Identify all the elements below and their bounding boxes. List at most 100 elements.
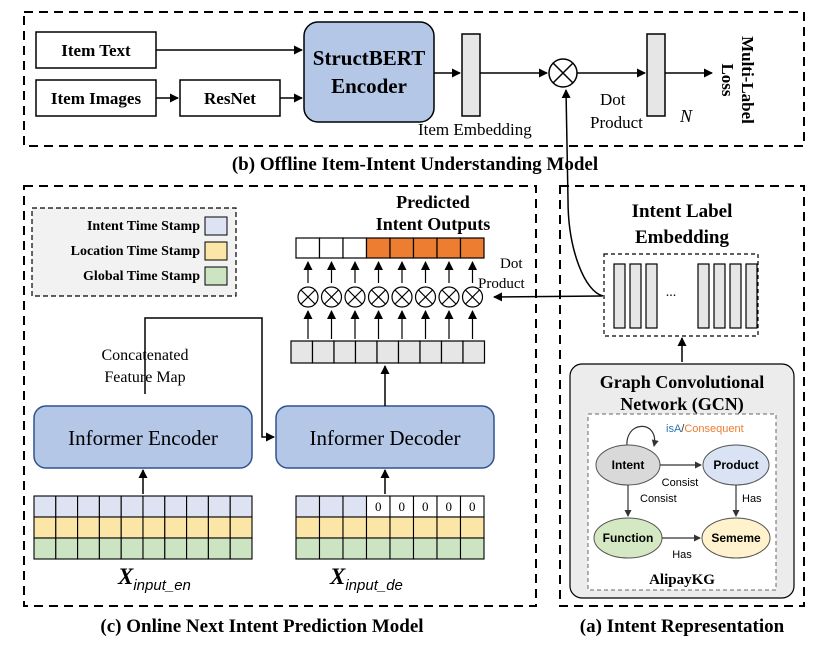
decoder-output-cell bbox=[440, 340, 464, 364]
input-cell bbox=[186, 495, 209, 518]
multilabel-text-line2: Loss bbox=[718, 63, 737, 96]
multilabel-text-line1: Multi-Label bbox=[738, 36, 757, 124]
input-cell bbox=[33, 495, 57, 518]
intent-embedding-bars bbox=[613, 263, 758, 329]
decoder-output-cell bbox=[354, 340, 378, 364]
input-cell bbox=[77, 537, 100, 560]
output-embedding-bar bbox=[646, 33, 666, 117]
slash-text: / bbox=[681, 423, 685, 435]
decoder-output-arrows bbox=[303, 310, 477, 339]
timestamp-legend: Intent Time Stamp Location Time Stamp Gl… bbox=[31, 207, 237, 297]
output-arrows bbox=[303, 261, 477, 283]
online-dot-label: Dot bbox=[500, 256, 523, 272]
online-product-label: Product bbox=[478, 276, 525, 292]
legend-intent-label: Intent Time Stamp bbox=[87, 219, 200, 234]
gcn-title-line2: Network (GCN) bbox=[620, 394, 743, 415]
informer-decoder-label: Informer Decoder bbox=[310, 426, 461, 450]
offline-dot-label: Dot bbox=[600, 90, 626, 109]
output-cell bbox=[318, 237, 344, 259]
output-cell bbox=[389, 237, 415, 259]
input-cell bbox=[459, 516, 485, 539]
output-cell bbox=[459, 237, 485, 259]
input-cell bbox=[365, 537, 391, 560]
embedding-ellipsis: ... bbox=[666, 285, 677, 300]
intent-label-title-line1: Intent Label bbox=[632, 201, 733, 222]
input-cell bbox=[207, 516, 231, 539]
legend-location-label: Location Time Stamp bbox=[71, 244, 201, 259]
online-caption: (c) Online Next Intent Prediction Model bbox=[100, 616, 423, 637]
input-cell bbox=[55, 495, 79, 518]
structbert-encoder-box bbox=[303, 21, 435, 123]
input-cell bbox=[120, 516, 144, 539]
structbert-label-line2: Encoder bbox=[331, 74, 407, 98]
input-cell bbox=[207, 537, 231, 560]
otimes-stroke bbox=[324, 289, 339, 305]
input-cell bbox=[318, 537, 344, 560]
embedding-bar bbox=[729, 263, 742, 329]
otimes-circle bbox=[367, 286, 390, 308]
input-cell bbox=[142, 537, 166, 560]
input-cell bbox=[142, 495, 166, 518]
resnet-label: ResNet bbox=[204, 89, 256, 108]
input-cell bbox=[98, 495, 122, 518]
embedding-to-offline-otimes bbox=[561, 89, 604, 297]
item-embedding-bar bbox=[461, 33, 481, 117]
decoder-output-cell bbox=[333, 340, 357, 364]
input-cell bbox=[295, 516, 321, 539]
zero-value: 0 bbox=[375, 499, 382, 514]
item-images-label: Item Images bbox=[51, 89, 142, 108]
sememe-node-label: Sememe bbox=[711, 531, 761, 545]
input-cell bbox=[33, 537, 57, 560]
input-cell bbox=[207, 495, 231, 518]
decoder-output-cell bbox=[397, 340, 421, 364]
otimes-circle bbox=[438, 286, 460, 308]
isa-text: isA bbox=[666, 423, 682, 435]
input-cell bbox=[77, 516, 100, 539]
intent-rep-caption: (a) Intent Representation bbox=[580, 616, 785, 637]
intent-node-label: Intent bbox=[612, 458, 645, 472]
item-embedding-label: Item Embedding bbox=[418, 120, 532, 139]
consequent-text: Consequent bbox=[684, 423, 743, 435]
decoder-output-cell bbox=[376, 340, 400, 364]
x-input-de-label: Xinput_de bbox=[329, 564, 403, 594]
zero-value: 0 bbox=[399, 499, 406, 514]
item-images-box bbox=[35, 79, 157, 117]
has-label-2: Has bbox=[672, 549, 692, 561]
has-label-1: Has bbox=[742, 493, 762, 505]
x-en-sub: input_en bbox=[133, 577, 191, 594]
output-cell bbox=[295, 237, 321, 259]
input-cell bbox=[98, 537, 122, 560]
otimes-circle bbox=[414, 286, 437, 308]
decoder-output-cell bbox=[419, 340, 443, 364]
sememe-node bbox=[701, 517, 771, 559]
input-cell bbox=[120, 537, 144, 560]
input-cell bbox=[98, 516, 122, 539]
input-cell bbox=[389, 516, 415, 539]
input-cell bbox=[229, 516, 253, 539]
otimes-stroke bbox=[347, 289, 363, 305]
otimes-stroke bbox=[394, 289, 410, 305]
input-cell bbox=[164, 537, 188, 560]
decoder-output-cell bbox=[462, 340, 486, 364]
zero-value: 0 bbox=[446, 499, 453, 514]
embedding-bar bbox=[629, 263, 642, 329]
x-de-main: X bbox=[329, 564, 346, 589]
alipaykg-label: AlipayKG bbox=[649, 572, 715, 588]
input-cell bbox=[229, 495, 253, 518]
zero-value: 0 bbox=[422, 499, 429, 514]
encoder-input-grid bbox=[33, 495, 253, 560]
alipaykg-dashed-box bbox=[587, 413, 777, 591]
embedding-bar bbox=[613, 263, 626, 329]
decoder-output-cell bbox=[290, 340, 314, 364]
otimes-circle bbox=[461, 286, 484, 308]
input-cell bbox=[436, 516, 462, 539]
embedding-bar bbox=[713, 263, 726, 329]
product-node-label: Product bbox=[713, 458, 758, 472]
concat-feature-path bbox=[144, 317, 275, 442]
informer-encoder-box bbox=[33, 405, 253, 469]
x-de-sub: input_de bbox=[345, 577, 403, 594]
isa-consequent-label: isA/Consequent bbox=[666, 423, 744, 435]
intent-panel-border bbox=[559, 185, 805, 607]
